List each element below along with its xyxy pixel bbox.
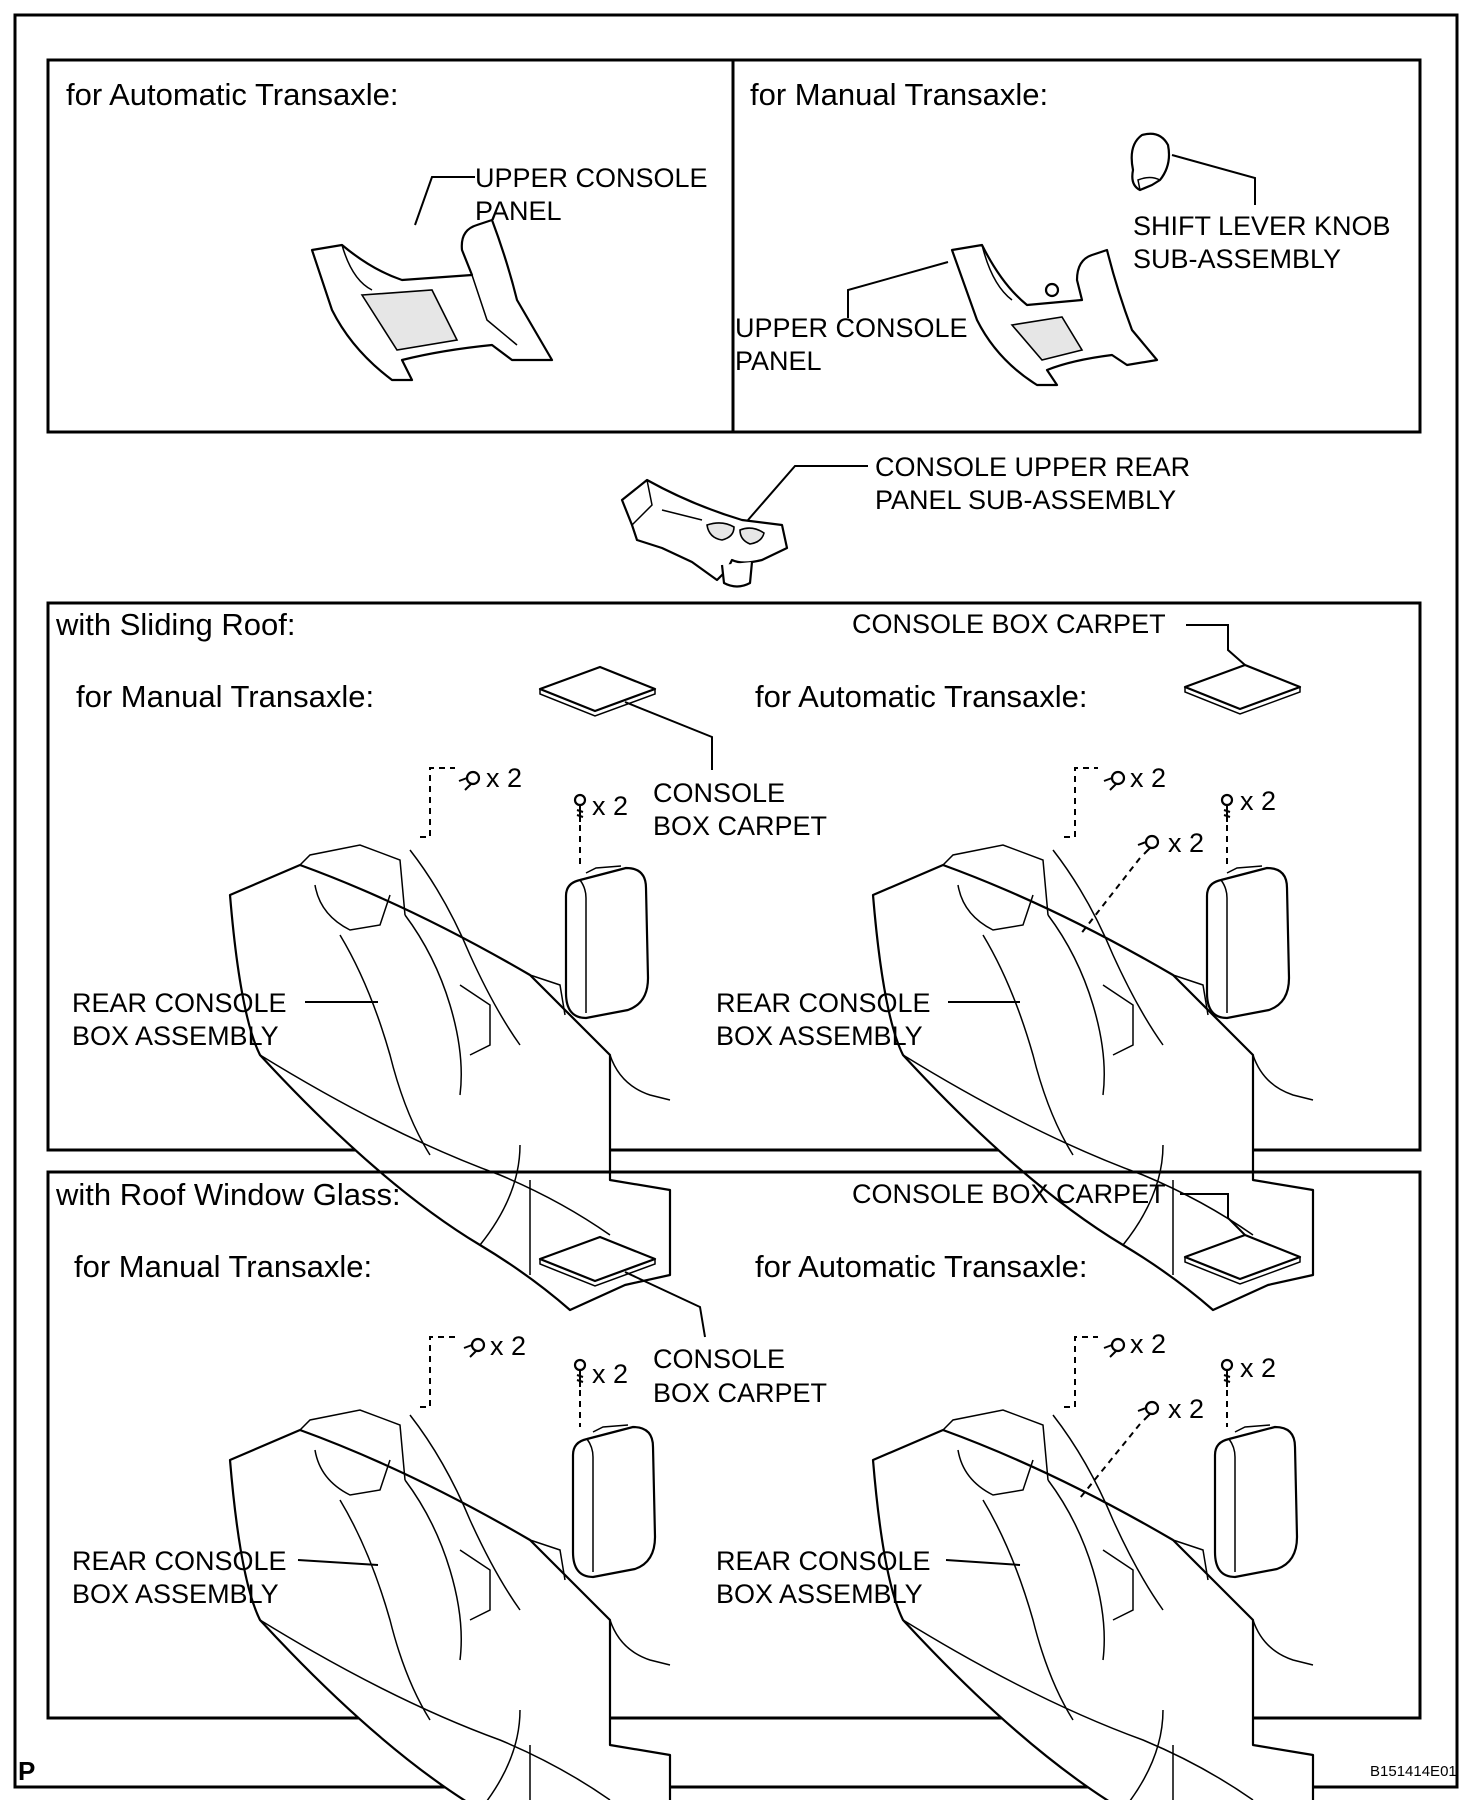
- fastener-guide-auto-1: [1064, 767, 1098, 838]
- upper-console-panel-manual: [950, 243, 1159, 387]
- roof-window-automatic-heading: for Automatic Transaxle:: [755, 1249, 1088, 1284]
- leader-sliding-carpet-manual: [624, 701, 713, 770]
- upper-rear-label-line2: PANEL SUB-ASSEMBLY: [875, 485, 1176, 515]
- qty-manual-2: x 2: [592, 791, 628, 821]
- bolt-icon: [573, 1358, 587, 1389]
- qty-auto-3: x 2: [1168, 828, 1204, 858]
- sliding-manual-carpet-line1: CONSOLE: [653, 778, 785, 808]
- upper-console-manual-label-line1: UPPER CONSOLE: [735, 313, 968, 343]
- page-border: [13, 13, 1459, 1789]
- figure-code: B151414E01: [1370, 1763, 1457, 1780]
- fastener-guide-roof-auto-3: [1079, 1423, 1141, 1499]
- roof-window-heading: with Roof Window Glass:: [55, 1177, 401, 1212]
- clip-icon: [462, 1337, 486, 1359]
- leader-roof-carpet-auto: [1180, 1193, 1246, 1236]
- roof-auto-console-line1: REAR CONSOLE: [716, 1546, 931, 1576]
- roof-window-manual-heading: for Manual Transaxle:: [74, 1249, 372, 1284]
- console-box-carpet-auto: [1183, 663, 1302, 716]
- fastener-guide-manual-1: [420, 767, 455, 838]
- fastener-guide-auto-3: [1079, 857, 1141, 936]
- leader-roof-console-auto: [945, 1559, 1021, 1566]
- qty-roof-auto-1: x 2: [1130, 1329, 1166, 1359]
- upper-console-label-line1: UPPER CONSOLE: [475, 163, 708, 193]
- clip-icon: [1136, 834, 1160, 856]
- shift-lever-knob: [1130, 132, 1171, 192]
- sliding-manual-console-line2: BOX ASSEMBLY: [72, 1021, 279, 1051]
- armrest-lid-automatic: [1205, 864, 1291, 1020]
- bolt-icon: [1220, 793, 1234, 824]
- shift-knob-label-line2: SUB-ASSEMBLY: [1133, 244, 1341, 274]
- qty-roof-auto-3: x 2: [1168, 1394, 1204, 1424]
- armrest-lid-automatic: [1213, 1423, 1299, 1579]
- roof-auto-console-line2: BOX ASSEMBLY: [716, 1579, 923, 1609]
- console-upper-rear-panel: [620, 478, 789, 588]
- sliding-roof-heading: with Sliding Roof:: [55, 607, 296, 642]
- fastener-guide-roof-auto-1: [1064, 1336, 1098, 1408]
- clip-icon: [1136, 1400, 1160, 1422]
- qty-roof-manual-2: x 2: [592, 1359, 628, 1389]
- sliding-roof-manual-heading: for Manual Transaxle:: [76, 679, 374, 714]
- leader-roof-carpet-manual: [624, 1271, 706, 1338]
- leader-upper-console-manual: [847, 261, 949, 318]
- upper-console-manual-label-line2: PANEL: [735, 346, 822, 376]
- roof-manual-console-line2: BOX ASSEMBLY: [72, 1579, 279, 1609]
- sliding-roof-panel-border: [46, 601, 1422, 1152]
- automatic-heading: for Automatic Transaxle:: [66, 77, 399, 112]
- sliding-roof-automatic-heading: for Automatic Transaxle:: [755, 679, 1088, 714]
- bolt-icon: [573, 793, 587, 824]
- sliding-auto-console-line1: REAR CONSOLE: [716, 988, 931, 1018]
- sliding-roof-carpet-label: CONSOLE BOX CARPET: [852, 609, 1166, 639]
- clip-icon: [457, 770, 481, 792]
- qty-manual-1: x 2: [486, 763, 522, 793]
- page-marker: P: [18, 1756, 35, 1786]
- upper-rear-label-line1: CONSOLE UPPER REAR: [875, 452, 1190, 482]
- manual-heading: for Manual Transaxle:: [750, 77, 1048, 112]
- leader-shift-knob: [1171, 154, 1256, 205]
- clip-icon: [1102, 1337, 1126, 1359]
- roof-window-carpet-label: CONSOLE BOX CARPET: [852, 1179, 1166, 1209]
- leader-upper-console-automatic: [414, 176, 475, 226]
- upper-console-label-line2: PANEL: [475, 196, 562, 226]
- console-box-carpet-manual: [538, 665, 657, 718]
- sliding-manual-console-line1: REAR CONSOLE: [72, 988, 287, 1018]
- roof-manual-carpet-line1: CONSOLE: [653, 1344, 785, 1374]
- sliding-auto-console-line2: BOX ASSEMBLY: [716, 1021, 923, 1051]
- sliding-manual-carpet-line2: BOX CARPET: [653, 811, 827, 841]
- armrest-lid-manual: [571, 1423, 657, 1579]
- qty-auto-2: x 2: [1240, 786, 1276, 816]
- roof-window-panel-border: [46, 1170, 1422, 1720]
- armrest-lid-manual: [564, 864, 650, 1020]
- fastener-guide-roof-manual-1: [420, 1336, 458, 1408]
- roof-manual-carpet-line2: BOX CARPET: [653, 1378, 827, 1408]
- shift-knob-label-line1: SHIFT LEVER KNOB: [1133, 211, 1391, 241]
- upper-console-panel-automatic: [310, 218, 554, 382]
- clip-icon: [1102, 770, 1126, 792]
- qty-roof-manual-1: x 2: [490, 1331, 526, 1361]
- leader-console-upper-rear: [747, 465, 868, 521]
- leader-roof-console-manual: [297, 1559, 379, 1566]
- roof-manual-console-line1: REAR CONSOLE: [72, 1546, 287, 1576]
- qty-roof-auto-2: x 2: [1240, 1353, 1276, 1383]
- qty-auto-1: x 2: [1130, 763, 1166, 793]
- bolt-icon: [1220, 1358, 1234, 1389]
- leader-sliding-carpet-auto: [1186, 624, 1246, 666]
